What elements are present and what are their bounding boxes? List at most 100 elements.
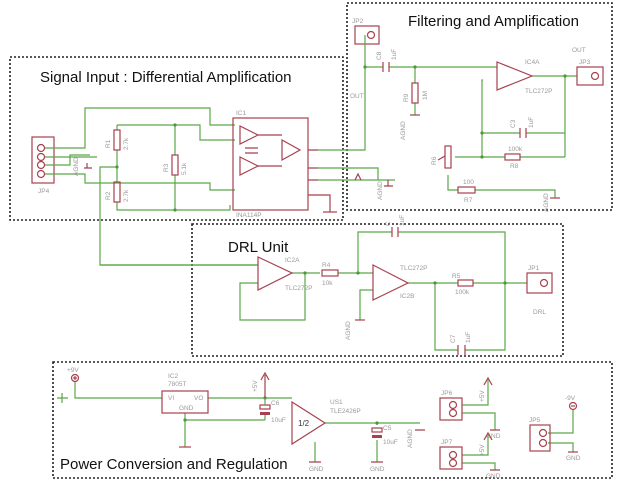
jp6-voltage: +5V — [479, 390, 486, 402]
jp7-gnd: GND — [486, 473, 501, 480]
c8-label: C8 — [376, 51, 383, 60]
c6-value: 10uF — [271, 417, 286, 424]
half-label: 1/2 — [298, 419, 310, 428]
jp7-connector — [439, 446, 463, 470]
section-power — [52, 361, 613, 479]
r3-label: R3 — [163, 163, 170, 172]
r2-label: R2 — [105, 191, 112, 200]
r5-value: 100k — [455, 289, 470, 296]
potentiometer-r6 — [444, 145, 452, 169]
jp3-connector — [576, 66, 604, 86]
opamp-ic2b — [372, 264, 410, 301]
agnd-label-3: AGND — [377, 181, 384, 200]
jp1-connector — [526, 272, 553, 294]
ic2b-part: TLC272P — [400, 265, 427, 272]
regulator-gnd-label: GND — [179, 405, 194, 412]
jp5-label: JP5 — [529, 417, 541, 424]
capacitor-c7 — [457, 345, 466, 355]
p5v-label: +5V — [252, 380, 259, 392]
ic4a-part: TLC272P — [525, 88, 552, 95]
capacitor-top — [391, 227, 399, 237]
ic2-part: 7805T — [168, 381, 186, 388]
agnd-label-1: AGND — [400, 121, 407, 140]
ic1-ina114p — [232, 117, 337, 213]
jp6-gnd: GND — [486, 433, 501, 440]
c5-value: 10uF — [383, 439, 398, 446]
title-signal-input: Signal Input : Differential Amplificatio… — [40, 69, 292, 86]
opamp-ic4a — [496, 61, 534, 91]
r5-label: R5 — [452, 273, 461, 280]
section-drl — [191, 223, 564, 357]
r9-label: R9 — [403, 93, 410, 102]
r4-label: R4 — [322, 262, 331, 269]
gnd-label-1: GND — [309, 466, 324, 473]
resistor-r3 — [171, 154, 179, 176]
jp5-connector — [529, 424, 551, 452]
c7-value: 1uF — [465, 332, 472, 343]
r9-value: 1M — [422, 91, 429, 100]
r8-label: R8 — [510, 163, 519, 170]
r6-label: R6 — [431, 156, 438, 165]
capacitor-c5 — [371, 427, 383, 433]
jp7-label: JP7 — [441, 439, 453, 446]
ic2b-label: IC2B — [400, 293, 414, 300]
c3-value: 1uF — [528, 117, 535, 128]
agnd-label: AGND — [73, 157, 80, 176]
capacitor-c3 — [519, 128, 527, 138]
ic1-part: INA114P — [236, 212, 262, 219]
gnd-label-2: GND — [370, 466, 385, 473]
us1-label: US1 — [330, 399, 343, 406]
jp6-label: JP6 — [441, 390, 453, 397]
opamp-ic2a — [257, 256, 294, 291]
c7-label: C7 — [450, 334, 457, 343]
c8-value: 1uF — [391, 49, 398, 60]
out-net-label: OUT — [350, 93, 364, 100]
ic1-label: IC1 — [236, 110, 247, 117]
vi-label: VI — [168, 395, 174, 402]
jp3-label: JP3 — [579, 59, 591, 66]
capacitor-c8 — [382, 62, 390, 72]
drl-agnd-label: AGND — [345, 321, 352, 340]
jp1-label: JP1 — [528, 265, 540, 272]
agnd-label-2: AGND — [543, 193, 550, 212]
title-filtering: Filtering and Amplification — [408, 13, 579, 30]
power-agnd-label: AGND — [407, 429, 414, 448]
resistor-r1 — [113, 129, 121, 151]
resistor-r2 — [113, 181, 121, 203]
c5-label: C5 — [383, 425, 392, 432]
r1-label: R1 — [105, 139, 112, 148]
jp5-voltage: -9V — [565, 395, 576, 402]
r2-value: 2.7k — [123, 189, 130, 202]
jp2-connector — [354, 25, 380, 45]
ic2-label: IC2 — [168, 373, 179, 380]
jp6-connector — [439, 397, 463, 421]
resistor-r8 — [504, 153, 521, 161]
title-power: Power Conversion and Regulation — [60, 456, 288, 473]
jp5-gnd: GND — [566, 455, 581, 462]
r1-value: 2.7k — [123, 137, 130, 150]
ic2a-part: TLC272P — [285, 285, 312, 292]
resistor-r9 — [411, 82, 419, 104]
r7-label: R7 — [464, 197, 473, 204]
ic4a-label: IC4A — [525, 59, 540, 66]
resistor-r4 — [321, 269, 339, 277]
jp2-label: JP2 — [352, 18, 364, 25]
drl-label: DRL — [533, 309, 546, 316]
capacitor-c6 — [259, 404, 271, 410]
jp4-connector — [31, 136, 55, 184]
out-label: OUT — [572, 47, 586, 54]
resistor-r5 — [457, 279, 474, 287]
c-top-label: C — [385, 221, 392, 226]
c-top-value: 1uF — [399, 215, 406, 226]
section-filtering — [346, 2, 613, 211]
r3-value: 5.1k — [181, 162, 188, 175]
regulator-ic2 — [161, 390, 209, 414]
rail-splitter-us1 — [291, 400, 327, 446]
p9v-label: +9V — [67, 367, 79, 374]
ic2a-label: IC2A — [285, 257, 300, 264]
title-drl: DRL Unit — [228, 239, 289, 256]
r8-value: 100k — [508, 146, 523, 153]
jp7-voltage: +5V — [479, 444, 486, 456]
c6-label: C6 — [271, 400, 280, 407]
